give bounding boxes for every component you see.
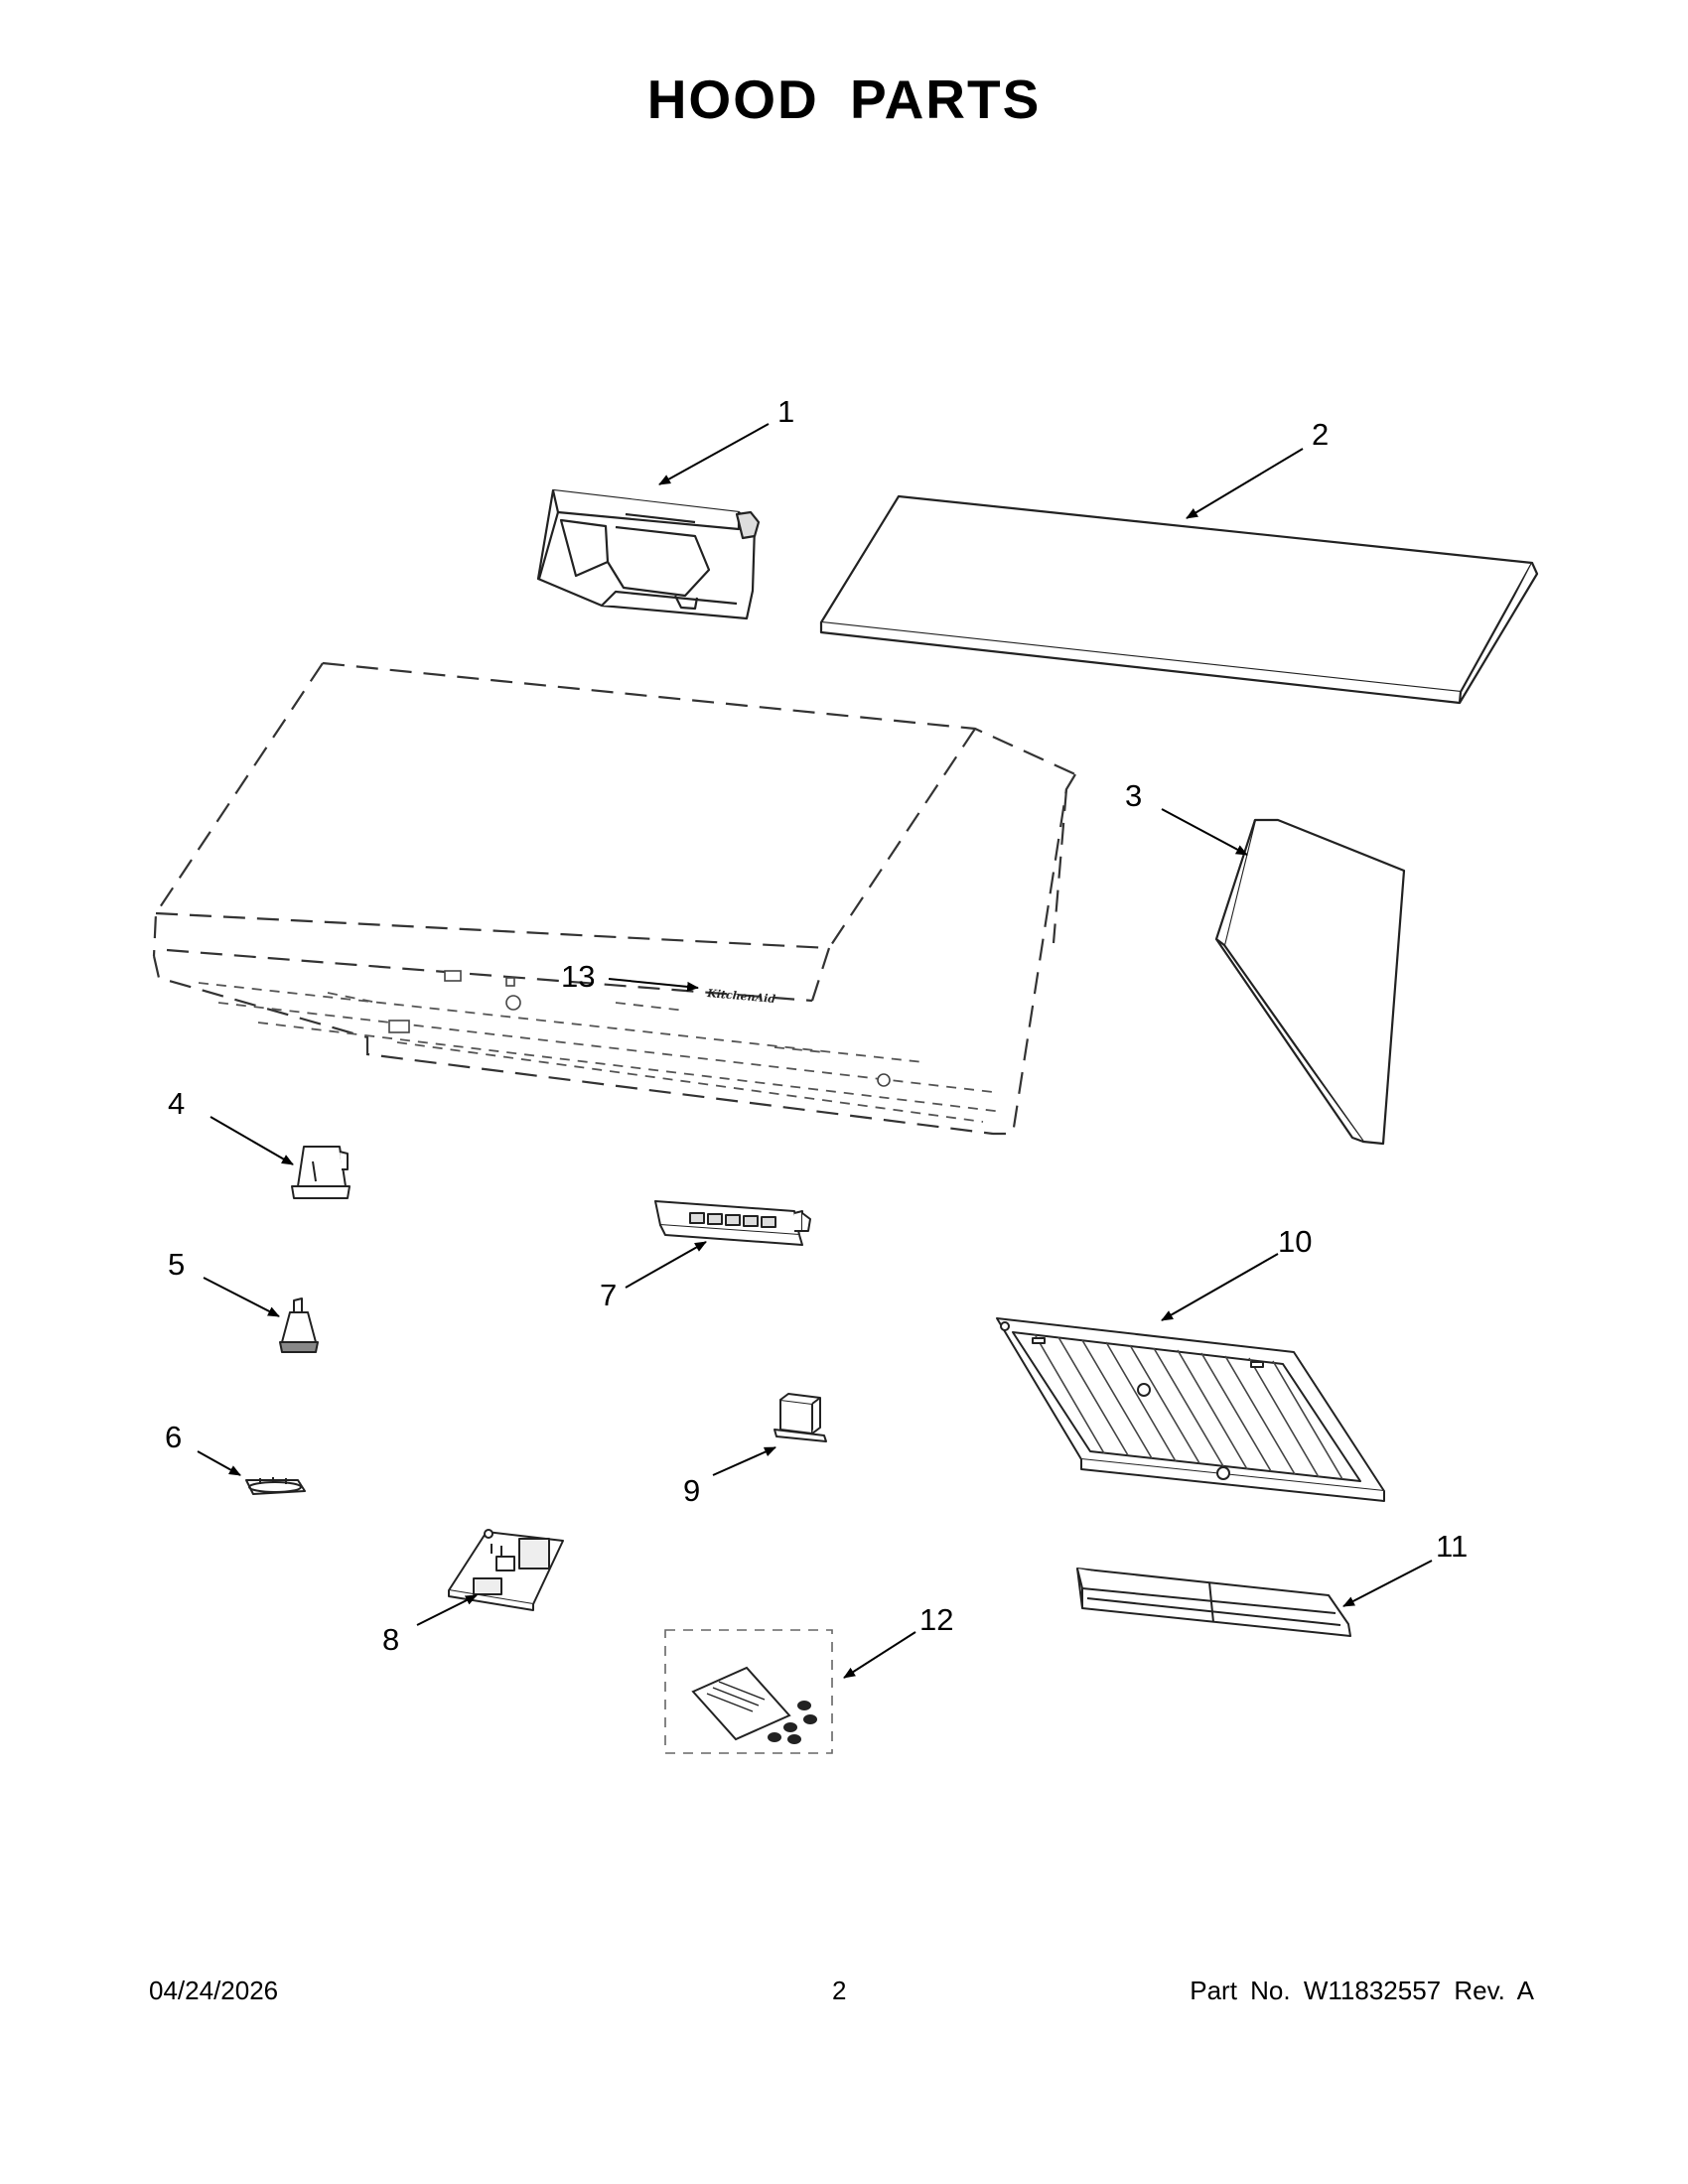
callout-labels: 1 2 3 4 5 6 7 8 9 10 11 12 13 <box>165 394 1468 1657</box>
footer-date: 04/24/2026 <box>149 1976 279 2005</box>
part-6-light-lens[interactable] <box>245 1477 306 1495</box>
callout-5: 5 <box>168 1247 185 1282</box>
callout-2: 2 <box>1312 417 1329 452</box>
callout-3: 3 <box>1125 778 1142 813</box>
callout-4: 4 <box>168 1086 185 1121</box>
part-1-blower-housing[interactable] <box>536 488 761 620</box>
part-5-light-bulb[interactable] <box>279 1297 319 1353</box>
callout-12: 12 <box>919 1602 953 1637</box>
part-7-control-switch[interactable] <box>654 1200 811 1246</box>
brand-logo: KitchenAid <box>706 987 776 1006</box>
part-11-filter-channel[interactable] <box>1076 1568 1351 1637</box>
callout-6: 6 <box>165 1420 182 1454</box>
part-4-light-housing[interactable] <box>291 1146 351 1199</box>
hood-front-fittings <box>388 970 891 1087</box>
callout-8: 8 <box>382 1622 399 1657</box>
callout-10: 10 <box>1278 1224 1312 1259</box>
footer-page-number: 2 <box>832 1976 847 2005</box>
callout-11: 11 <box>1436 1529 1468 1564</box>
callout-9: 9 <box>683 1473 700 1508</box>
callout-1: 1 <box>777 394 794 429</box>
part-12-hardware-kit[interactable] <box>664 1629 833 1754</box>
part-10-grease-filter[interactable] <box>996 1317 1385 1502</box>
part-3-side-panel[interactable] <box>1214 818 1406 1146</box>
callout-7: 7 <box>600 1278 617 1312</box>
footer-part-number: Part No. W11832557 Rev. A <box>1190 1976 1534 2005</box>
callout-13: 13 <box>561 959 595 994</box>
leader-arrows <box>197 423 1433 1679</box>
part-2-top-panel[interactable] <box>819 494 1539 705</box>
hood-underside-detail <box>198 982 1004 1123</box>
part-8-control-board[interactable] <box>448 1529 564 1611</box>
page-title: HOOD PARTS <box>646 68 1042 130</box>
part-9-relay[interactable] <box>774 1393 827 1442</box>
hood-body-outline <box>152 661 1076 1136</box>
